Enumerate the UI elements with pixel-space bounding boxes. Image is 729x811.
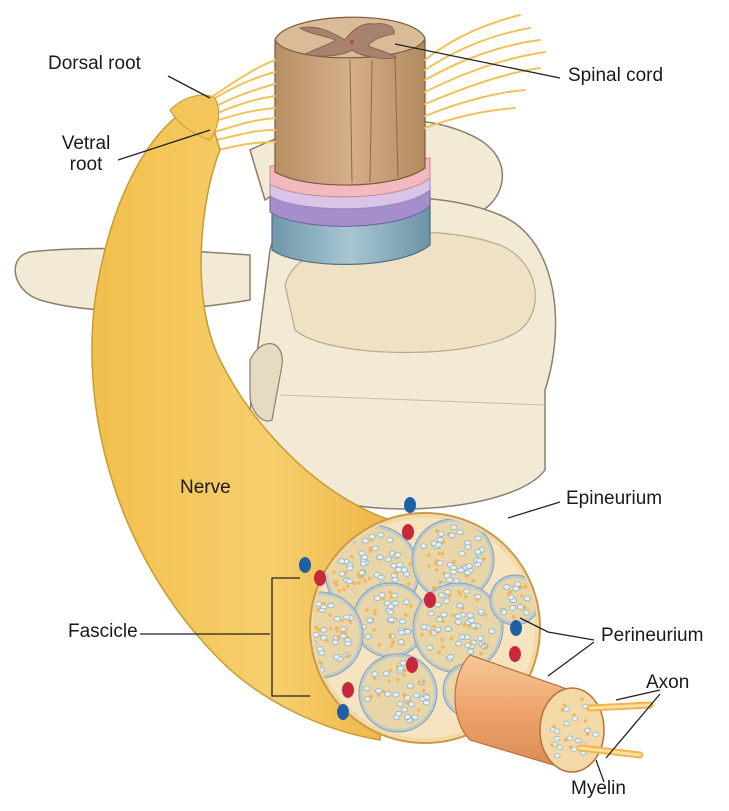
label-perineurium: Perineurium bbox=[601, 626, 703, 647]
vein bbox=[299, 557, 311, 573]
artery bbox=[314, 570, 326, 586]
label-spinal-cord: Spinal cord bbox=[568, 66, 663, 87]
label-vetral-root: Vetral root bbox=[56, 134, 116, 176]
vein bbox=[510, 620, 522, 636]
artery bbox=[402, 524, 414, 540]
label-vetral-root-line2: root bbox=[56, 155, 116, 176]
vein bbox=[337, 704, 349, 720]
artery bbox=[424, 592, 436, 608]
artery bbox=[342, 682, 354, 698]
label-vetral-root-line1: Vetral bbox=[56, 134, 116, 155]
label-dorsal-root: Dorsal root bbox=[48, 54, 141, 75]
fascicle bbox=[359, 654, 437, 732]
fascicle bbox=[490, 575, 540, 625]
label-myelin: Myelin bbox=[571, 779, 626, 800]
label-epineurium: Epineurium bbox=[566, 489, 662, 510]
artery bbox=[406, 657, 418, 673]
spinal-cord bbox=[270, 17, 430, 264]
artery bbox=[509, 646, 521, 662]
label-axon: Axon bbox=[646, 673, 689, 694]
label-fascicle: Fascicle bbox=[68, 622, 138, 643]
tube-end bbox=[540, 688, 604, 772]
label-nerve: Nerve bbox=[180, 478, 231, 499]
vein bbox=[404, 497, 416, 513]
